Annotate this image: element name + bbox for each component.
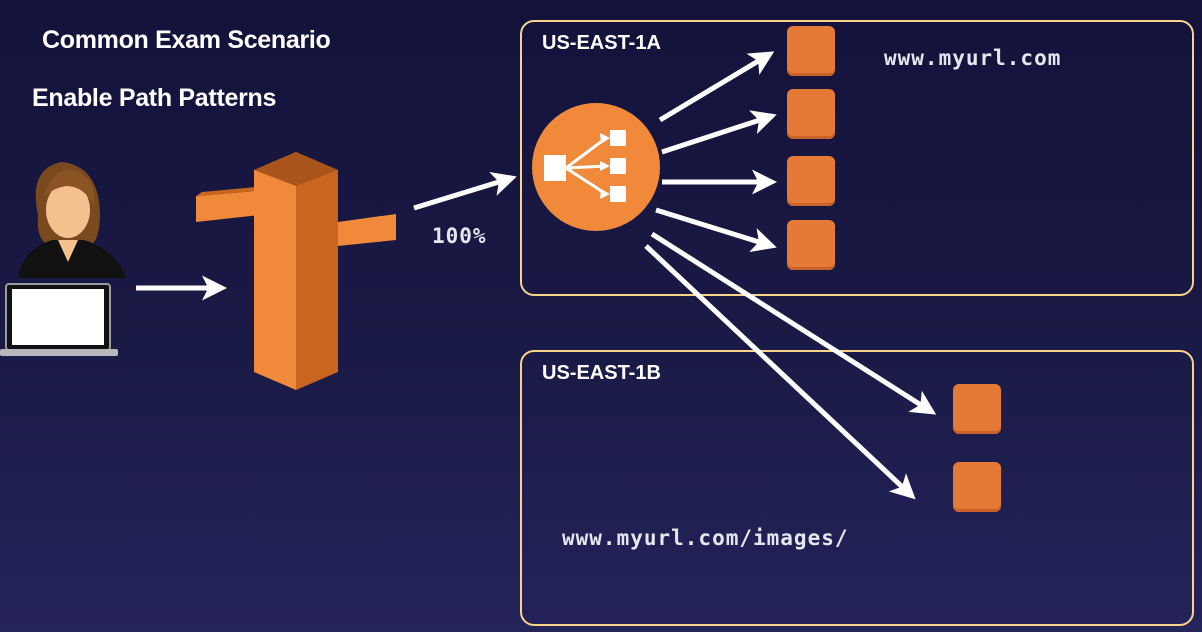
availability-zone-b: US-EAST-1B [520,350,1194,626]
zone-b-label: US-EAST-1B [542,362,661,384]
ec2-instance-icon [787,89,835,139]
load-balancer-icon [532,103,660,231]
availability-zone-a: US-EAST-1A [520,20,1194,296]
traffic-percent-label: 100% [432,224,487,248]
ec2-instance-icon [953,384,1001,434]
zone-a-label: US-EAST-1A [542,32,661,54]
ec2-instance-icon [787,156,835,206]
user-icon [18,162,126,278]
arrow-icon [136,51,937,500]
slide-subtitle: Enable Path Patterns [32,84,277,112]
slide-title: Common Exam Scenario [42,26,331,54]
ec2-instance-icon [787,220,835,270]
ec2-instance-icon [953,462,1001,512]
ec2-instance-icon [787,26,835,76]
route53-icon [196,152,396,390]
url-images-label: www.myurl.com/images/ [562,526,849,550]
laptop-icon [0,283,118,356]
url-root-label: www.myurl.com [884,46,1062,70]
